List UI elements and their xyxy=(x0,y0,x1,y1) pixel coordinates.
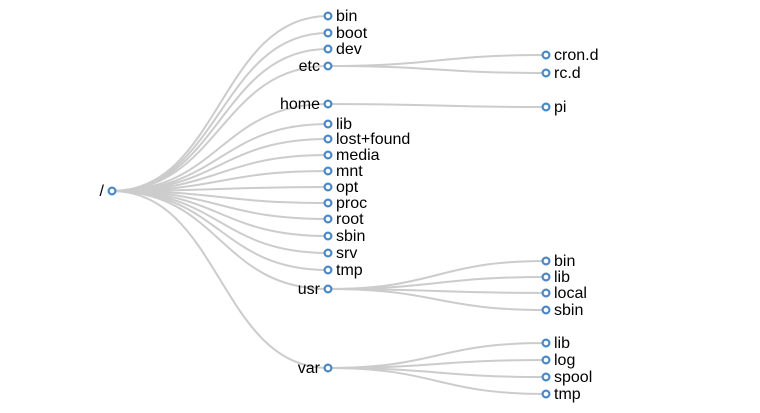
tree-node-mnt[interactable]: mnt xyxy=(323,163,364,180)
tree-node-marker[interactable] xyxy=(323,248,333,258)
tree-node-label: bin xyxy=(554,253,575,270)
tree-node-media[interactable]: media xyxy=(323,147,380,164)
tree-node-label: dev xyxy=(336,41,362,58)
tree-node-label: lib xyxy=(554,269,570,286)
tree-node-label: opt xyxy=(336,179,359,196)
tree-node-marker[interactable] xyxy=(323,166,333,176)
tree-node-marker[interactable] xyxy=(323,284,333,294)
tree-node-marker[interactable] xyxy=(323,99,333,109)
tree-node-etc[interactable]: etc xyxy=(299,58,333,75)
tree-node-marker[interactable] xyxy=(323,214,333,224)
tree-node-bin[interactable]: bin xyxy=(323,8,358,25)
tree-node-root[interactable]: / xyxy=(100,183,117,200)
tree-node-marker[interactable] xyxy=(323,28,333,38)
tree-node-home[interactable]: home xyxy=(280,96,333,113)
tree-node-label: lib xyxy=(554,335,570,352)
tree-node-srv[interactable]: srv xyxy=(323,245,358,262)
tree-node-usr[interactable]: usr xyxy=(298,281,333,298)
tree-link xyxy=(327,288,547,311)
tree-link xyxy=(327,367,547,395)
tree-link xyxy=(111,65,329,192)
tree-node-marker[interactable] xyxy=(323,11,333,21)
tree-node-label: tmp xyxy=(554,386,581,403)
tree-link xyxy=(111,103,329,192)
tree-node-marker[interactable] xyxy=(323,265,333,275)
tree-link xyxy=(111,190,329,290)
tree-link xyxy=(327,103,547,108)
tree-node-var-tmp[interactable]: tmp xyxy=(541,386,581,403)
tree-node-label: usr xyxy=(298,281,321,298)
tree-node-lib[interactable]: lib xyxy=(323,116,353,133)
tree-node-marker[interactable] xyxy=(323,61,333,71)
tree-node-marker[interactable] xyxy=(541,355,551,365)
tree-node-label: lost+found xyxy=(336,131,410,148)
tree-node-marker[interactable] xyxy=(541,50,551,60)
tree-node-label: rc.d xyxy=(554,65,581,82)
tree-node-label: bin xyxy=(336,8,357,25)
tree-node-dev[interactable]: dev xyxy=(323,41,362,58)
tree-node-label: media xyxy=(336,147,380,164)
tree-node-marker[interactable] xyxy=(323,363,333,373)
tree-node-home-pi[interactable]: pi xyxy=(541,99,567,116)
tree-node-var-spool[interactable]: spool xyxy=(541,369,593,386)
tree-node-proc[interactable]: proc xyxy=(323,195,368,212)
tree-node-usr-bin[interactable]: bin xyxy=(541,253,576,270)
tree-node-label: var xyxy=(298,360,321,377)
tree-node-marker[interactable] xyxy=(323,182,333,192)
tree-link xyxy=(327,65,547,74)
tree-node-label: cron.d xyxy=(554,47,598,64)
tree-node-marker[interactable] xyxy=(541,288,551,298)
tree-node-var-log[interactable]: log xyxy=(541,352,576,369)
tree-node-label: / xyxy=(100,183,105,200)
tree-node-marker[interactable] xyxy=(323,198,333,208)
tree-node-label: proc xyxy=(336,195,367,212)
tree-node-marker[interactable] xyxy=(541,338,551,348)
tree-node-label: tmp xyxy=(336,262,363,279)
tree-node-label: root xyxy=(336,211,364,228)
tree-node-opt[interactable]: opt xyxy=(323,179,359,196)
tree-node-label: mnt xyxy=(336,163,363,180)
tree-node-usr-sbin[interactable]: sbin xyxy=(541,302,584,319)
tree-node-rootdir[interactable]: root xyxy=(323,211,365,228)
tree-node-marker[interactable] xyxy=(107,186,117,196)
tree-node-var[interactable]: var xyxy=(298,360,333,377)
tree-links-layer xyxy=(111,15,547,395)
tree-node-etc-rcd[interactable]: rc.d xyxy=(541,65,581,82)
tree-node-boot[interactable]: boot xyxy=(323,25,368,42)
tree-node-marker[interactable] xyxy=(541,389,551,399)
tree-node-marker[interactable] xyxy=(323,150,333,160)
tree-node-label: pi xyxy=(554,99,566,116)
tree-node-marker[interactable] xyxy=(541,68,551,78)
tree-node-marker[interactable] xyxy=(541,256,551,266)
tree-node-label: spool xyxy=(554,369,592,386)
tree-node-label: srv xyxy=(336,245,357,262)
tree-node-marker[interactable] xyxy=(541,305,551,315)
tree-nodes-layer: /binbootdevetchomeliblost+foundmediamnto… xyxy=(100,8,599,403)
tree-node-marker[interactable] xyxy=(541,102,551,112)
tree-node-marker[interactable] xyxy=(323,44,333,54)
tree-node-tmp[interactable]: tmp xyxy=(323,262,363,279)
tree-node-sbin[interactable]: sbin xyxy=(323,228,366,245)
tree-node-label: lib xyxy=(336,116,352,133)
tree-node-etc-crond[interactable]: cron.d xyxy=(541,47,599,64)
tree-node-marker[interactable] xyxy=(541,272,551,282)
tree-node-usr-local[interactable]: local xyxy=(541,285,587,302)
tree-node-label: log xyxy=(554,352,575,369)
tree-node-marker[interactable] xyxy=(541,372,551,382)
tree-node-label: sbin xyxy=(336,228,365,245)
tree-node-lostfound[interactable]: lost+found xyxy=(323,131,411,148)
tree-node-var-lib[interactable]: lib xyxy=(541,335,571,352)
tree-node-marker[interactable] xyxy=(323,134,333,144)
tree-node-label: etc xyxy=(299,58,320,75)
tree-link xyxy=(111,190,329,369)
tree-node-label: sbin xyxy=(554,302,583,319)
tree-node-label: home xyxy=(280,96,320,113)
tree-node-label: boot xyxy=(336,25,368,42)
tree-node-marker[interactable] xyxy=(323,119,333,129)
tree-node-label: local xyxy=(554,285,587,302)
tree-node-usr-lib[interactable]: lib xyxy=(541,269,571,286)
tree-node-marker[interactable] xyxy=(323,231,333,241)
